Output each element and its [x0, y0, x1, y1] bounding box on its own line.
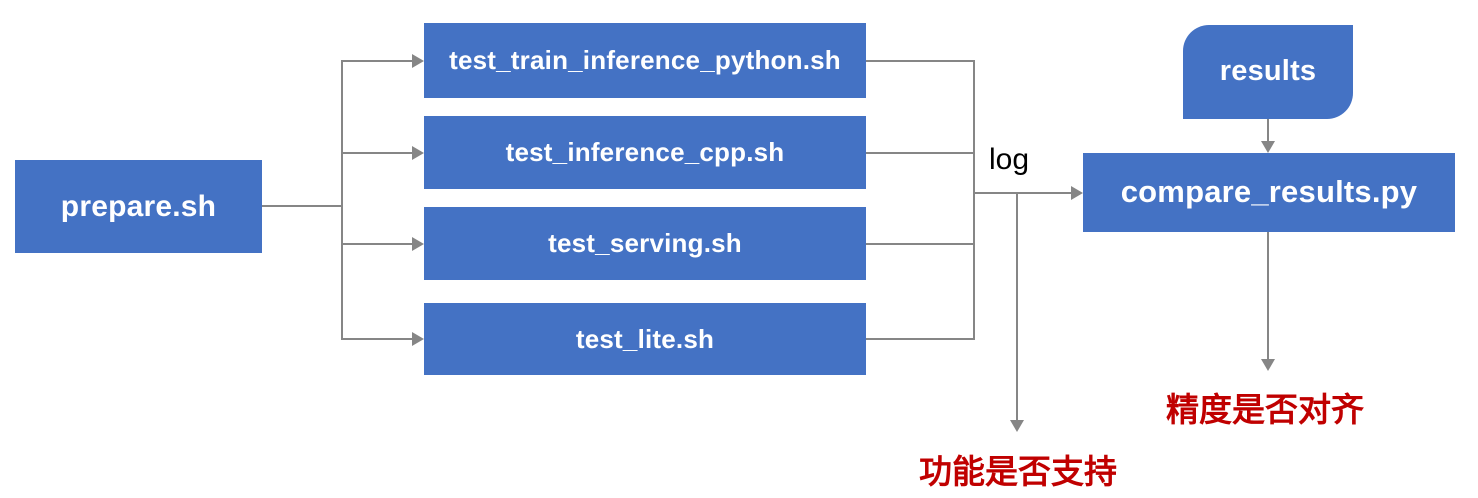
- arrowhead-results-to-compare-icon: [1261, 141, 1275, 153]
- annotation-precision-aligned: 精度是否对齐: [1166, 391, 1364, 428]
- node-test-train-inference-python-sh: test_train_inference_python.sh: [424, 23, 866, 98]
- node-test-train-inference-python-sh-label: test_train_inference_python.sh: [449, 45, 841, 76]
- connector-branch-test2: [342, 152, 412, 154]
- node-compare-results-py-label: compare_results.py: [1120, 174, 1418, 210]
- node-test-serving-sh-label: test_serving.sh: [548, 228, 742, 259]
- connector-log-to-compare: [974, 192, 1071, 194]
- node-test-inference-cpp-sh-label: test_inference_cpp.sh: [505, 137, 785, 168]
- node-test-inference-cpp-sh: test_inference_cpp.sh: [424, 116, 866, 189]
- node-results-label: results: [1219, 55, 1317, 88]
- arrowhead-compare-icon: [1071, 186, 1083, 200]
- node-prepare-sh: prepare.sh: [15, 160, 262, 253]
- connector-log-down: [1016, 193, 1018, 420]
- node-test-lite-sh-label: test_lite.sh: [575, 323, 715, 354]
- connector-test4-out: [866, 338, 974, 340]
- arrowhead-test2-icon: [412, 146, 424, 160]
- arrowhead-test4-icon: [412, 332, 424, 346]
- edge-label-log: log: [988, 143, 1030, 176]
- connector-left-collector: [341, 60, 343, 340]
- arrowhead-function-support-icon: [1010, 420, 1024, 432]
- connector-test1-out: [866, 60, 974, 62]
- node-test-lite-sh: test_lite.sh: [424, 303, 866, 375]
- arrowhead-test3-icon: [412, 237, 424, 251]
- node-prepare-sh-label: prepare.sh: [60, 190, 217, 223]
- connector-branch-test4: [342, 338, 412, 340]
- node-test-serving-sh: test_serving.sh: [424, 207, 866, 280]
- connector-results-to-compare: [1267, 119, 1269, 142]
- annotation-function-support: 功能是否支持: [919, 453, 1117, 490]
- connector-test3-out: [866, 243, 974, 245]
- connector-test2-out: [866, 152, 974, 154]
- connector-branch-test1: [342, 60, 412, 62]
- connector-compare-down: [1267, 232, 1269, 359]
- arrowhead-precision-icon: [1261, 359, 1275, 371]
- connector-right-collector: [973, 60, 975, 340]
- node-compare-results-py: compare_results.py: [1083, 153, 1455, 232]
- connector-branch-test3: [342, 243, 412, 245]
- connector-prepare-out: [262, 205, 342, 207]
- arrowhead-test1-icon: [412, 54, 424, 68]
- node-results: results: [1183, 25, 1353, 119]
